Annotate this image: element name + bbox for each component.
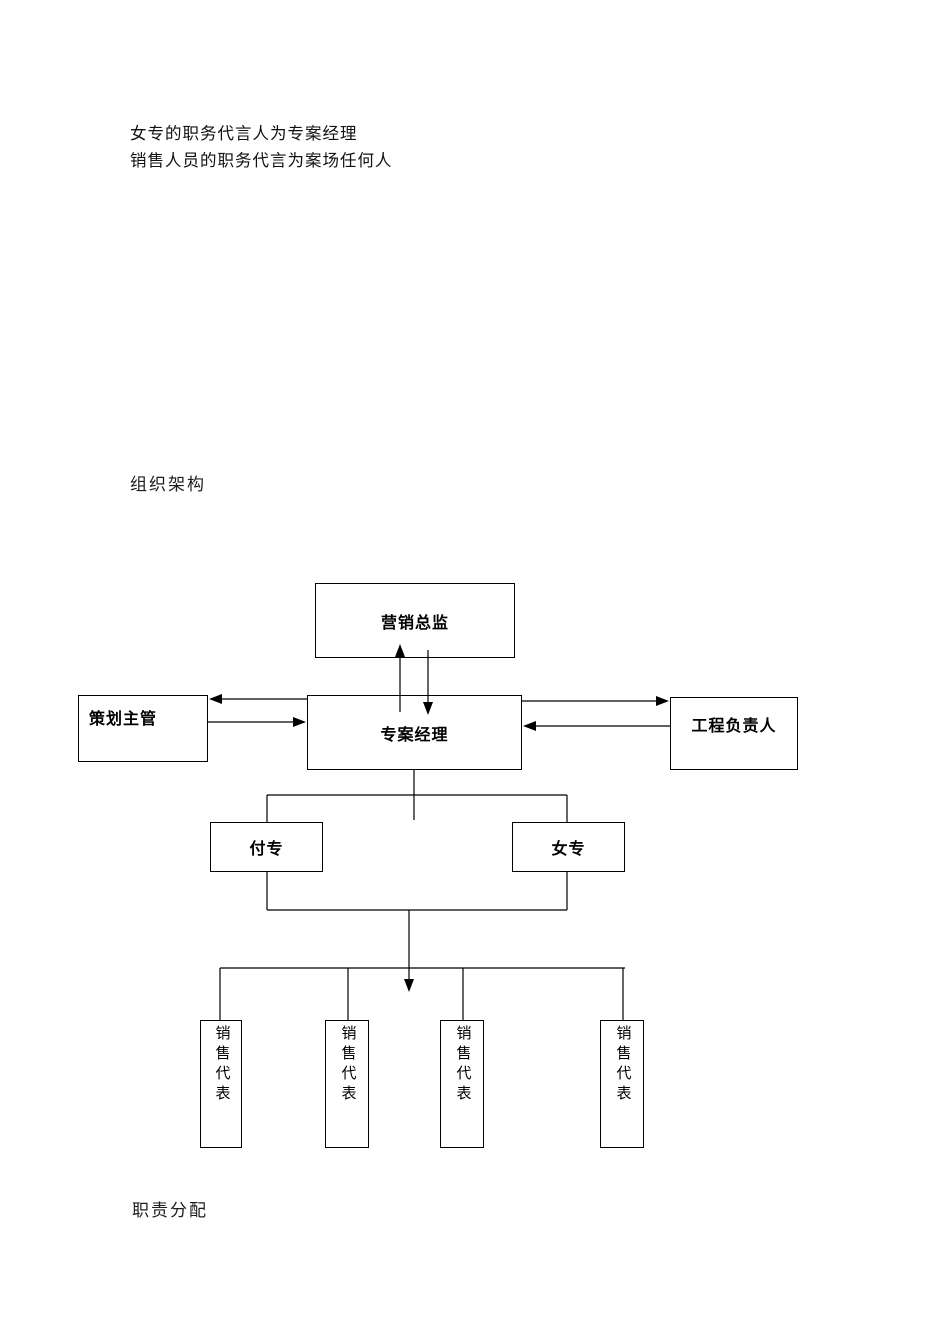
sales-rep-label: 销售代表: [614, 1025, 631, 1105]
org-node-sales-rep-1: 销售代表: [200, 1020, 242, 1148]
connector-planning-manager: [208, 694, 307, 727]
connector-manager-engineering: [522, 696, 670, 731]
sales-rep-label: 销售代表: [454, 1025, 471, 1105]
org-node-assistant-left: 付专: [210, 822, 323, 872]
connector-assistants-sales: [219, 872, 625, 1020]
intro-text-block: 女专的职务代言人为专案经理 销售人员的职务代言为案场任何人: [130, 120, 393, 174]
org-node-sales-rep-3: 销售代表: [440, 1020, 484, 1148]
org-node-sales-rep-4: 销售代表: [600, 1020, 644, 1148]
org-node-engineering-lead: 工程负责人: [670, 697, 798, 770]
sales-rep-label: 销售代表: [213, 1025, 230, 1105]
connector-manager-assistants: [266, 770, 568, 822]
sales-rep-label: 销售代表: [339, 1025, 356, 1105]
heading-org-structure: 组织架构: [130, 475, 206, 494]
heading-duty-assignment: 职责分配: [132, 1201, 208, 1220]
org-node-marketing-director: 营销总监: [315, 583, 515, 658]
org-node-assistant-right: 女专: [512, 822, 625, 872]
intro-line-2: 销售人员的职务代言为案场任何人: [130, 151, 393, 170]
org-node-sales-rep-2: 销售代表: [325, 1020, 369, 1148]
intro-line-1: 女专的职务代言人为专案经理: [130, 124, 358, 143]
org-node-planning-supervisor: 策划主管: [78, 695, 208, 762]
org-node-project-manager: 专案经理: [307, 695, 522, 770]
